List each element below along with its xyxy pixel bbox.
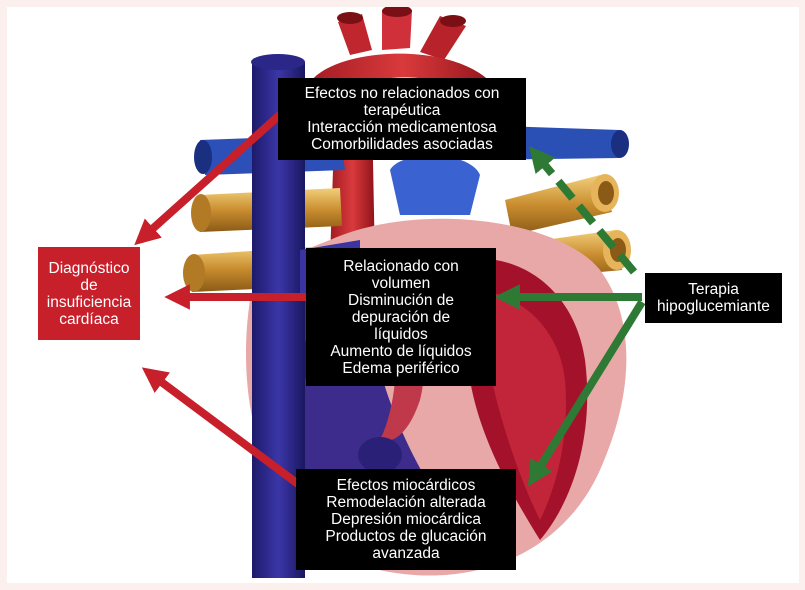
top-line-2: terapéutica — [364, 102, 441, 119]
figure-frame: Diagnóstico de insuficiencia cardíaca Te… — [7, 7, 799, 583]
bottom-line-1: Efectos miocárdicos — [337, 477, 476, 494]
middle-line-3: Disminución de — [348, 292, 454, 309]
therapy-line-1: Terapia — [688, 281, 739, 298]
diagnosis-line-2: de — [80, 277, 97, 294]
therapy-box: Terapia hipoglucemiante — [645, 273, 782, 323]
bottom-line-3: Depresión miocárdica — [331, 511, 481, 528]
middle-line-2: volumen — [372, 275, 431, 292]
middle-box: Relacionado con volumen Disminución de d… — [306, 248, 496, 386]
middle-line-4: depuración de — [352, 309, 450, 326]
middle-line-7: Edema periférico — [342, 360, 459, 377]
diagnosis-box: Diagnóstico de insuficiencia cardíaca — [38, 247, 140, 340]
top-line-4: Comorbilidades asociadas — [311, 136, 493, 153]
diagnosis-line-1: Diagnóstico — [49, 260, 130, 277]
middle-line-1: Relacionado con — [343, 258, 458, 275]
bottom-line-4: Productos de glucación — [325, 528, 486, 545]
diagnosis-line-4: cardíaca — [59, 311, 118, 328]
top-line-1: Efectos no relacionados con — [305, 85, 500, 102]
diagnosis-line-3: insuficiencia — [47, 294, 131, 311]
top-box: Efectos no relacionados con terapéutica … — [278, 78, 526, 160]
top-line-3: Interacción medicamentosa — [307, 119, 497, 136]
therapy-line-2: hipoglucemiante — [657, 298, 770, 315]
middle-line-5: líquidos — [374, 326, 427, 343]
middle-line-6: Aumento de líquidos — [330, 343, 471, 360]
bottom-box: Efectos miocárdicos Remodelación alterad… — [296, 469, 516, 570]
bottom-line-2: Remodelación alterada — [326, 494, 485, 511]
bottom-line-5: avanzada — [372, 545, 439, 562]
